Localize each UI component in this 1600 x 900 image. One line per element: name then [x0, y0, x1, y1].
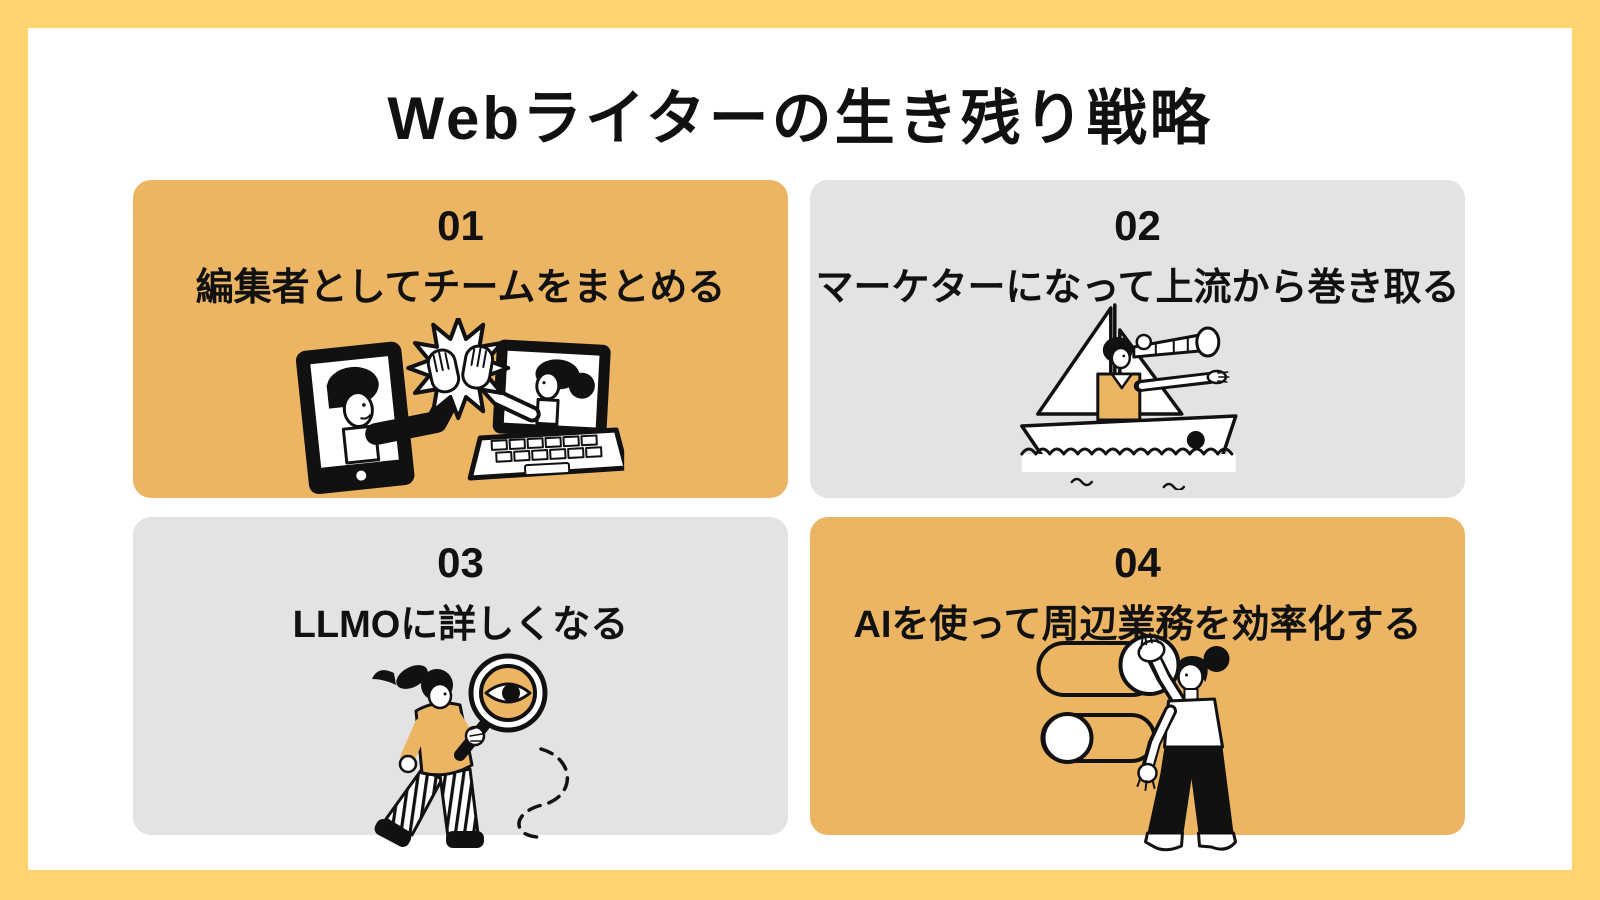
water-waves — [1019, 447, 1236, 492]
card-01-title: 編集者としてチームをまとめる — [195, 267, 726, 310]
magnifying-glass — [453, 653, 547, 761]
card-01: 01 編集者としてチームをまとめる — [133, 180, 788, 498]
high-five-starburst — [405, 316, 510, 420]
card-04-number: 04 — [1114, 539, 1161, 586]
page-title: Webライターの生き残り戦略 — [387, 85, 1213, 152]
sailor-with-telescope — [1095, 326, 1230, 422]
content-area: Webライターの生き残り戦略 01 編集者としてチームをまとめる — [28, 28, 1572, 870]
toggle-switches-icon — [1030, 615, 1245, 855]
card-02: 02 マーケターになって上流から巻き取る — [810, 180, 1465, 498]
card-03-number: 03 — [437, 539, 484, 586]
high-five-hands — [426, 344, 494, 394]
card-03-title: LLMOに詳しくなる — [292, 604, 629, 647]
card-01-number: 01 — [437, 202, 484, 249]
tablet-with-man — [295, 341, 414, 495]
high-five-through-screens-icon — [284, 316, 629, 496]
card-02-title: マーケターになって上流から巻き取る — [815, 267, 1460, 310]
woman-with-toggles — [1136, 632, 1237, 852]
card-03: 03 LLMOに詳しくなる — [133, 517, 788, 848]
card-02-number: 02 — [1114, 202, 1161, 249]
dashed-trail — [516, 747, 569, 839]
sailboat-telescope-icon — [1013, 300, 1243, 492]
magnifying-glass-search-icon — [336, 637, 586, 849]
black-sleeve-arm — [364, 385, 461, 445]
card-04: 04 AIを使って周辺業務を効率化する — [810, 517, 1465, 852]
